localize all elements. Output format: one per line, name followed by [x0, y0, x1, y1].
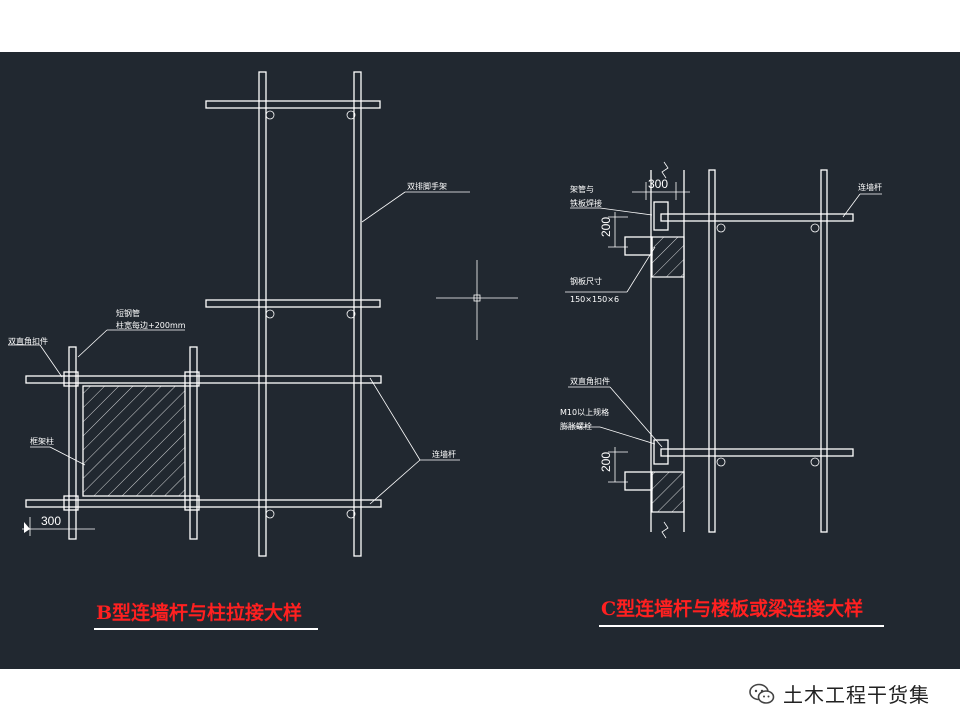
dim-300-right-text: 300	[648, 177, 668, 191]
label-double-fastener-right: 双直角扣件	[570, 376, 610, 386]
label-frame-column: 框架柱	[30, 436, 54, 446]
label-wall-tie-left: 连墙杆	[432, 449, 456, 459]
brand-name: 土木工程干货集	[783, 683, 930, 707]
label-plate-weld: 铁板焊接	[570, 198, 602, 208]
brand-watermark: 土木工程干货集	[749, 679, 930, 708]
ledgers	[25, 100, 382, 519]
cad-drawing-sheet: 双直角扣件 短钢管 柱宽每边+200mm 框架柱 双排脚手架 连墙杆 300 B…	[0, 52, 960, 669]
right-scaffold-poles	[660, 169, 854, 533]
footer-bar: 土木工程干货集	[0, 669, 960, 720]
crosshair-cursor	[436, 260, 518, 340]
right-dimensions	[608, 182, 690, 483]
label-short-tube: 短钢管	[116, 308, 140, 318]
label-anchor-spec: M10以上规格	[560, 407, 609, 417]
title-c-type: C型连墙杆与楼板或梁连接大样	[601, 597, 863, 620]
frame-column-section	[63, 371, 200, 511]
dimension-300-left	[22, 517, 95, 536]
left-detail: 双直角扣件 短钢管 柱宽每边+200mm 框架柱 双排脚手架 连墙杆 300 B…	[8, 71, 518, 630]
dim-200-bottom-text: 200	[599, 452, 613, 472]
dim-200-top-text: 200	[599, 217, 613, 237]
title-b-type: B型连墙杆与柱拉接大样	[96, 601, 302, 624]
label-short-tube-length: 柱宽每边+200mm	[116, 320, 186, 330]
label-expansion-bolt: 膨胀螺栓	[560, 421, 592, 431]
wechat-icon	[749, 683, 775, 704]
label-steel-plate-size: 钢板尺寸	[570, 276, 602, 286]
right-detail: 架管与 铁板焊接 钢板尺寸 150×150×6 双直角扣件 M10以上规格 膨胀…	[560, 161, 884, 627]
label-wall-tie-right: 连墙杆	[858, 182, 882, 192]
floor-slabs	[624, 201, 685, 513]
dim-300-left-text: 300	[41, 514, 61, 528]
label-double-pole-scaffold: 双排脚手架	[407, 181, 447, 191]
label-frame-tube: 架管与	[570, 184, 594, 194]
label-double-fastener-left: 双直角扣件	[8, 336, 48, 346]
wall-tie-lines	[8, 191, 470, 505]
cad-drawing: 双直角扣件 短钢管 柱宽每边+200mm 框架柱 双排脚手架 连墙杆 300 B…	[8, 71, 884, 630]
right-leaders	[565, 193, 882, 448]
label-plate-dims: 150×150×6	[570, 295, 619, 304]
